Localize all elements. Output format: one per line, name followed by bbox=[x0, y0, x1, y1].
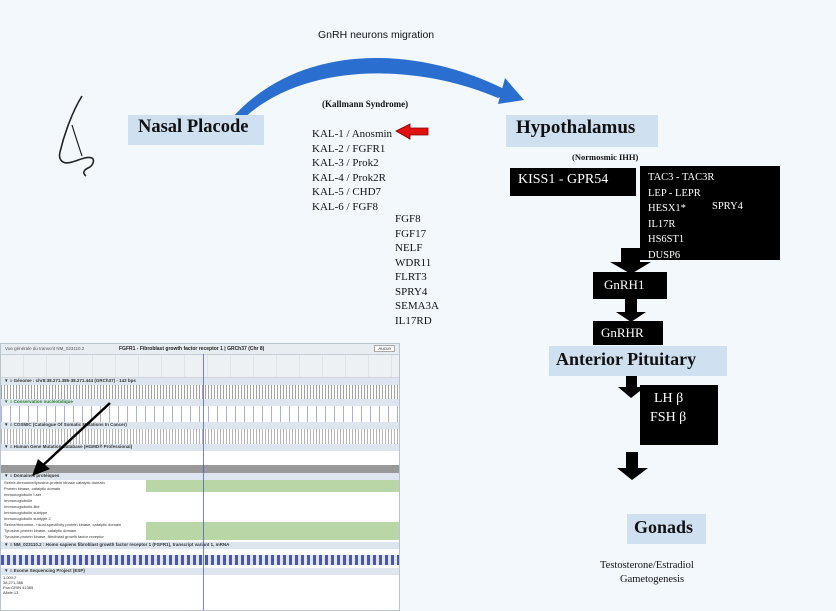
ihh-gene-box bbox=[640, 166, 780, 260]
domain-line: Protein kinase, catalytic domain bbox=[4, 486, 399, 492]
gene-nelf: NELF bbox=[395, 242, 423, 254]
domain-list: Serine-threonine/tyrosine-protein kinase… bbox=[1, 480, 399, 540]
domain-line: Immunoglobulin-like bbox=[4, 504, 40, 509]
hypothalamus-box bbox=[506, 115, 658, 147]
kallmann-syndrome-label: (Kallmann Syndrome) bbox=[322, 99, 409, 109]
gene-fgf17: FGF17 bbox=[395, 227, 427, 240]
domain-line: Immunoglobulin subtype bbox=[4, 510, 48, 515]
browser-none-button[interactable]: Aucun bbox=[374, 345, 395, 352]
nasal-placode-label: Nasal Placode bbox=[138, 117, 249, 137]
gene-il17r: IL17R bbox=[648, 218, 676, 230]
gnrh1-label: GnRH1 bbox=[604, 277, 645, 292]
gene-flrt3: FLRT3 bbox=[395, 271, 427, 283]
gene-dusp6: DUSP6 bbox=[648, 249, 681, 261]
cosmic-track bbox=[1, 429, 399, 444]
gonads-box bbox=[627, 514, 706, 544]
nasal-placode-box bbox=[128, 115, 264, 145]
anterior-pituitary-label: Anterior Pituitary bbox=[556, 349, 697, 369]
gene-kal5: KAL-5 / CHD7 bbox=[312, 186, 382, 198]
gnrh1-box bbox=[593, 272, 667, 299]
ihh-gene-list: TAC3 - TAC3R LEP - LEPR HESX1* IL17R HS6… bbox=[648, 170, 714, 263]
gene-kal6: KAL-6 / FGF8 bbox=[312, 200, 379, 213]
kiss-to-gnrh1-arrow bbox=[610, 248, 651, 274]
gene-spry4: SPRY4 bbox=[395, 285, 428, 298]
sequence-strip bbox=[1, 385, 399, 399]
kiss1-box bbox=[510, 168, 636, 196]
gene-wdr11: WDR11 bbox=[395, 256, 432, 269]
lh-fsh-box bbox=[640, 385, 718, 445]
domain-line: Immunoglobulin bbox=[4, 498, 33, 503]
gene-il17rd: IL17RD bbox=[395, 314, 432, 327]
hgmd-row[interactable]: ▼ ≡ Human Gene Mutation Database (HGMD® … bbox=[1, 444, 399, 451]
domain-line: Serine-threonine/tyrosine-protein kinase… bbox=[4, 480, 399, 486]
gene-kal2: KAL-2 / FGFR1 bbox=[312, 142, 386, 155]
domain-line: Serine/threonine- / dual-specificity pro… bbox=[4, 522, 399, 528]
conservation-row[interactable]: ▼ ≡ Conservation nucléotidique bbox=[1, 399, 399, 406]
domain-line: Immunoglobulin subtype 2 bbox=[4, 516, 51, 521]
esp-row[interactable]: ▼ ≡ Exome Sequencing Project (ESP) bbox=[1, 568, 399, 575]
pointer-arrow bbox=[32, 402, 111, 476]
browser-title-bar: Vue générale du transcrit NM_023110.2 FG… bbox=[1, 344, 399, 355]
hgmd-track bbox=[1, 451, 399, 473]
other-gene-list: FGF8 FGF17 NELF WDR11 FLRT3 SPRY4 SEMA3A… bbox=[395, 212, 439, 328]
genome-browser-panel: Vue générale du transcrit NM_023110.2 FG… bbox=[0, 343, 400, 611]
domains-row[interactable]: ▼ ≡ Domaines protéiques bbox=[1, 473, 399, 480]
fsh-label: FSH β bbox=[650, 410, 687, 425]
normosmic-ihh-label: (Normosmic IHH) bbox=[572, 152, 639, 162]
domain-line: Tyrosine-protein kinase, catalytic domai… bbox=[4, 528, 399, 534]
conservation-track bbox=[1, 406, 399, 422]
transcript-row[interactable]: ▼ ≡ NM_023110.2 : Homo sapiens fibroblas… bbox=[1, 542, 399, 549]
hypothalamus-label: Hypothalamus bbox=[516, 117, 636, 138]
gene-tac3: TAC3 - TAC3R bbox=[648, 172, 715, 183]
position-cursor bbox=[203, 354, 204, 610]
domain-line: Tyrosine-protein kinase, fibroblast grow… bbox=[4, 534, 399, 540]
gnrhr-box bbox=[593, 321, 663, 345]
genome-row[interactable]: ▼ ≡ Génome : chr8:38.271.385-38.271.444 … bbox=[1, 378, 399, 385]
gametogenesis-label: Gametogenesis bbox=[620, 574, 685, 585]
gene-hesx1: HESX1* bbox=[648, 203, 686, 214]
anterior-pituitary-box bbox=[549, 346, 727, 376]
kiss1-label: KISS1 - GPR54 bbox=[518, 172, 609, 187]
gnrhr-label: GnRHR bbox=[601, 325, 644, 340]
gene-fgf8: FGF8 bbox=[395, 213, 421, 225]
migration-label: GnRH neurons migration bbox=[318, 29, 435, 41]
gene-kal4: KAL-4 / Prok2R bbox=[312, 171, 386, 184]
browser-title: FGFR1 - Fibroblast growth factor recepto… bbox=[119, 345, 265, 352]
cosmic-row[interactable]: ▼ ≡ COSMIC (Catalogue Of Somatic Mutatio… bbox=[1, 422, 399, 429]
lh-label: LH β bbox=[654, 391, 684, 406]
domain-line: Immunoglobulin I-set bbox=[4, 492, 42, 497]
gene-kal1: KAL-1 / Anosmin bbox=[312, 128, 393, 140]
gonads-label: Gonads bbox=[634, 517, 694, 537]
gene-kal3: KAL-3 / Prok2 bbox=[312, 157, 379, 169]
testosterone-label: Testosterone/Estradiol bbox=[600, 560, 694, 571]
kal-gene-list: KAL-1 / Anosmin KAL-2 / FGFR1 KAL-3 / Pr… bbox=[312, 127, 392, 214]
exon-track bbox=[1, 555, 399, 565]
gene-sema3a: SEMA3A bbox=[395, 300, 440, 312]
coordinate-readout: 1,000:2 38,271,386 Pos:GRIN 41385 Allele… bbox=[3, 575, 34, 595]
browser-ruler bbox=[1, 355, 399, 378]
gene-spry4-ihh: SPRY4 bbox=[712, 201, 743, 212]
browser-crumb: Vue générale du transcrit NM_023110.2 bbox=[5, 346, 85, 351]
gene-lep: LEP - LEPR bbox=[648, 187, 701, 199]
gene-hs6st1: HS6ST1 bbox=[648, 234, 685, 245]
